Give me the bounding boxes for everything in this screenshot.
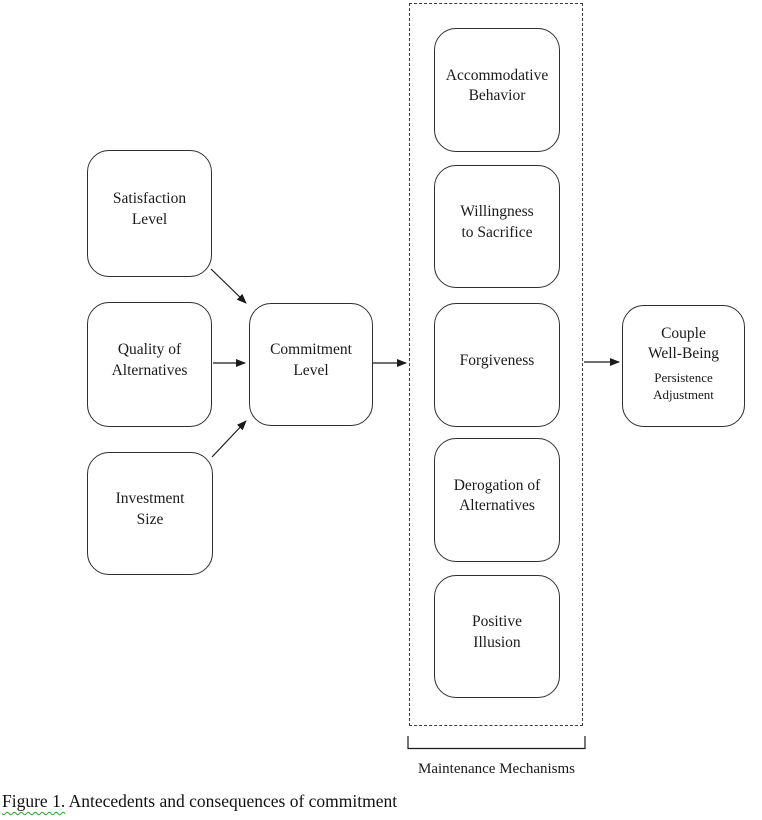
- node-commitment-level: Commitment Level: [249, 303, 373, 426]
- node-investment-size: Investment Size: [87, 452, 213, 575]
- node-investment-size-label: Investment Size: [115, 490, 185, 528]
- node-accommodative-behavior: Accommodative Behavior: [434, 28, 560, 152]
- node-satisfaction-level: Satisfaction Level: [87, 150, 212, 277]
- node-quality-of-alternatives-label: Quality of Alternatives: [111, 341, 188, 379]
- node-forgiveness: Forgiveness: [434, 303, 560, 427]
- node-accommodative-behavior-label: Accommodative Behavior: [445, 66, 549, 104]
- figure-caption: Figure 1. Antecedents and consequences o…: [2, 791, 397, 812]
- arrow-satisfaction-to-commitment: [210, 268, 247, 304]
- figure-caption-number: Figure 1.: [2, 791, 66, 811]
- node-positive-illusion-label: Positive Illusion: [472, 613, 522, 651]
- node-derogation-of-alternatives: Derogation of Alternatives: [434, 438, 560, 562]
- node-positive-illusion: Positive Illusion: [434, 575, 560, 698]
- maintenance-mechanisms-group: [409, 3, 583, 726]
- node-derogation-of-alternatives-label: Derogation of Alternatives: [453, 476, 541, 514]
- bottom-brace: [407, 736, 586, 750]
- node-couple-well-being: Couple Well-Being Persistence Adjustment: [622, 305, 745, 427]
- node-couple-well-being-title: Couple Well-Being: [647, 324, 720, 362]
- figure-caption-text: Antecedents and consequences of commitme…: [65, 791, 398, 811]
- node-forgiveness-label: Forgiveness: [459, 351, 535, 369]
- node-willingness-to-sacrifice: Willingness to Sacrifice: [434, 165, 560, 288]
- maintenance-mechanisms-label: Maintenance Mechanisms: [417, 761, 576, 777]
- node-commitment-level-label: Commitment Level: [270, 341, 352, 379]
- node-couple-well-being-content: Couple Well-Being Persistence Adjustment: [648, 324, 719, 404]
- node-couple-well-being-subtitle: Persistence Adjustment: [653, 370, 714, 403]
- arrow-investment-to-commitment: [211, 420, 247, 458]
- node-satisfaction-level-label: Satisfaction Level: [112, 190, 187, 228]
- node-willingness-to-sacrifice-label: Willingness to Sacrifice: [460, 203, 534, 241]
- node-quality-of-alternatives: Quality of Alternatives: [87, 302, 212, 427]
